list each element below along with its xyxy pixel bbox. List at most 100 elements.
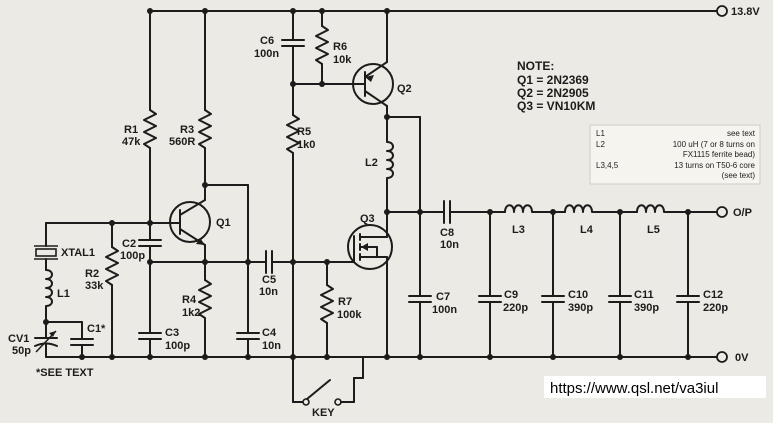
note-line: Q1 = 2N2369 <box>517 73 589 87</box>
coil-desc: 13 turns on T50-6 core <box>674 161 755 170</box>
c7-label: C7 <box>436 291 450 303</box>
key-label: KEY <box>312 407 335 419</box>
r3-label: R3 <box>180 124 194 136</box>
c2-capacitor <box>138 222 162 329</box>
c12-label: C12 <box>703 289 723 301</box>
cv1-value: 50p <box>12 345 31 357</box>
key-switch <box>292 356 364 406</box>
c2-label: C2 <box>122 238 136 250</box>
q3-label: Q3 <box>360 213 375 225</box>
r5-label: R5 <box>297 126 311 138</box>
c4-value: 10n <box>262 340 281 352</box>
output-label: O/P <box>733 207 752 219</box>
c8-label: C8 <box>440 227 454 239</box>
c3-value: 100p <box>165 340 190 352</box>
supply-rail: 13.8V <box>149 5 760 18</box>
r2-value: 33k <box>85 280 104 292</box>
coil-desc: FX1115 ferrite bead) <box>683 150 756 159</box>
c8-value: 10n <box>440 239 459 251</box>
cv1-variable-capacitor <box>34 321 58 358</box>
q2-label: Q2 <box>397 83 412 95</box>
q2-transistor <box>352 8 394 118</box>
c6-value: 100n <box>254 48 279 60</box>
see-text-note: *SEE TEXT <box>36 367 94 379</box>
l1-inductor <box>45 269 53 323</box>
q1-label: Q1 <box>216 217 231 229</box>
cv1-label: CV1 <box>8 333 29 345</box>
note-block: NOTE: Q1 = 2N2369 Q2 = 2N2905 Q3 = VN10K… <box>517 59 595 113</box>
c6-capacitor <box>281 8 305 87</box>
l3-label: L3 <box>512 224 525 236</box>
c3-label: C3 <box>165 327 179 339</box>
r1-resistor <box>143 8 157 226</box>
r1-value: 47k <box>122 136 141 148</box>
ground-terminal <box>716 351 728 363</box>
ground-rail: 0V <box>45 351 749 364</box>
r2-resistor <box>105 220 119 358</box>
r4-label: R4 <box>182 294 197 306</box>
c12-value: 220p <box>703 302 728 314</box>
note-title: NOTE: <box>517 59 554 73</box>
coil-ref: L2 <box>596 140 605 149</box>
l2-label: L2 <box>365 157 378 169</box>
q1-transistor <box>149 184 211 263</box>
c5-capacitor <box>247 250 294 274</box>
c10-value: 390p <box>568 302 593 314</box>
r3-resistor <box>198 8 212 188</box>
r7-value: 100k <box>337 309 362 321</box>
coil-desc: see text <box>727 129 756 138</box>
c5-label: C5 <box>262 274 276 286</box>
ground-label: 0V <box>735 352 749 364</box>
c5-value: 10n <box>259 286 278 298</box>
coil-ref: L3,4,5 <box>596 161 619 170</box>
coil-desc: 100 uH (7 or 8 turns on <box>673 140 755 149</box>
r5-resistor <box>286 83 300 358</box>
c11-capacitor <box>608 211 632 360</box>
c10-capacitor <box>541 211 565 360</box>
r7-label: R7 <box>338 296 352 308</box>
coil-desc: (see text) <box>722 171 756 180</box>
c2-value: 100p <box>120 250 145 262</box>
c3-capacitor <box>138 327 162 358</box>
c4-capacitor <box>236 261 260 358</box>
l1-label: L1 <box>57 288 70 300</box>
c9-capacitor <box>478 211 502 360</box>
l5-label: L5 <box>647 224 660 236</box>
l3-inductor <box>504 204 566 213</box>
output-terminal <box>716 206 728 218</box>
xtal1-label: XTAL1 <box>61 247 95 259</box>
l2-inductor <box>386 116 394 213</box>
l4-inductor <box>564 204 638 213</box>
r6-label: R6 <box>333 41 347 53</box>
coil-table: L1 see text L2 100 uH (7 or 8 turns on F… <box>589 124 761 185</box>
c7-capacitor <box>408 211 432 358</box>
r3-value: 560R <box>169 136 195 148</box>
note-line: Q2 = 2N2905 <box>517 86 589 100</box>
note-line: Q3 = VN10KM <box>517 99 595 113</box>
c4-label: C4 <box>262 327 277 339</box>
crystal-section: XTAL1 L1 CV1 50p C1* *SEE TEXT <box>8 222 151 379</box>
c11-value: 390p <box>634 302 659 314</box>
supply-terminal <box>716 5 728 17</box>
xtal1-symbol <box>34 240 58 271</box>
c9-value: 220p <box>503 302 528 314</box>
c8-capacitor <box>437 200 506 224</box>
c1-label: C1* <box>87 323 106 335</box>
r5-value: 1k0 <box>297 139 315 151</box>
c6-label: C6 <box>260 35 274 47</box>
watermark-url: https://www.qsl.net/va3iul <box>550 380 718 397</box>
c10-label: C10 <box>568 289 588 301</box>
c9-label: C9 <box>504 289 518 301</box>
r6-resistor <box>315 8 329 85</box>
r4-resistor <box>198 261 212 358</box>
r6-value: 10k <box>333 54 352 66</box>
l5-inductor <box>636 204 718 213</box>
r4-value: 1k2 <box>182 307 200 319</box>
r7-resistor <box>320 261 334 358</box>
watermark-background <box>544 376 766 398</box>
c7-value: 100n <box>432 304 457 316</box>
c12-capacitor <box>676 211 700 360</box>
l4-label: L4 <box>580 224 594 236</box>
c11-label: C11 <box>634 289 654 301</box>
